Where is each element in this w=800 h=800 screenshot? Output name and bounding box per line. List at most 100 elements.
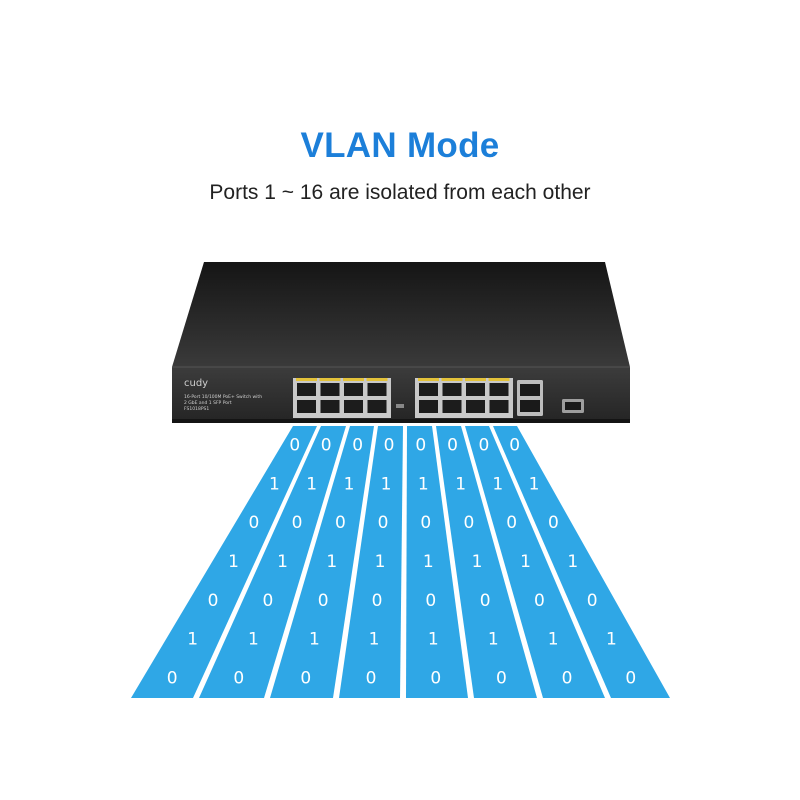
ethernet-port [489, 383, 509, 396]
port-led [296, 378, 317, 381]
binary-digit: 0 [167, 669, 178, 689]
binary-digit: 1 [228, 552, 239, 572]
port-led [366, 378, 388, 381]
binary-digit: 0 [420, 513, 431, 533]
ethernet-port [466, 383, 485, 396]
binary-digit: 0 [587, 591, 598, 611]
port-array [293, 378, 513, 418]
binary-digit: 1 [309, 630, 320, 650]
binary-digit: 1 [606, 630, 617, 650]
binary-digit: 0 [384, 435, 395, 455]
binary-digit: 1 [529, 474, 540, 494]
binary-digit: 0 [352, 435, 363, 455]
binary-digit: 1 [326, 552, 337, 572]
binary-digit: 1 [277, 552, 288, 572]
page-subtitle: Ports 1 ~ 16 are isolated from each othe… [209, 181, 591, 204]
port-led [343, 378, 364, 381]
binary-digit: 0 [447, 435, 458, 455]
ethernet-port [297, 400, 316, 413]
brand-logo: cudy [184, 378, 208, 389]
binary-digit: 1 [520, 552, 531, 572]
binary-digit: 0 [335, 513, 346, 533]
port-led [465, 378, 486, 381]
data-stream-2 [199, 426, 346, 698]
binary-digit: 0 [506, 513, 517, 533]
ethernet-port [442, 383, 462, 396]
page-title: VLAN Mode [300, 126, 500, 165]
binary-digit: 0 [496, 669, 507, 689]
data-stream-6 [436, 426, 537, 698]
binary-digit: 0 [289, 435, 300, 455]
binary-digit: 0 [378, 513, 389, 533]
ethernet-port [419, 400, 438, 413]
data-stream-7 [465, 426, 605, 698]
uplink-port-1 [520, 384, 540, 396]
data-stream-3 [270, 426, 374, 698]
ethernet-port [344, 383, 363, 396]
binary-digit: 1 [248, 630, 259, 650]
binary-digit: 0 [480, 591, 491, 611]
ethernet-port [419, 383, 438, 396]
binary-digit: 0 [534, 591, 545, 611]
binary-digit: 1 [455, 474, 466, 494]
ethernet-port [442, 400, 462, 413]
binary-digit: 1 [492, 474, 503, 494]
port-led [488, 378, 510, 381]
ethernet-port [344, 400, 363, 413]
port-led [418, 378, 439, 381]
port-led [319, 378, 341, 381]
binary-digit: 0 [562, 669, 573, 689]
binary-digit: 0 [366, 669, 377, 689]
binary-digit: 1 [381, 474, 392, 494]
binary-digit: 1 [269, 474, 280, 494]
ethernet-port [297, 383, 316, 396]
uplink-port-2 [520, 400, 540, 412]
ethernet-port [367, 383, 387, 396]
binary-digit: 0 [318, 591, 329, 611]
network-switch: cudy 16-Port 10/100M PoE+ Switch with 2 … [172, 262, 630, 423]
switch-front-panel [172, 367, 630, 419]
binary-digit: 1 [567, 552, 578, 572]
model-line-2: 2 GbE and 1 SFP Port [184, 400, 232, 406]
model-line-3: FS1018PS1 [184, 406, 209, 412]
ethernet-port [466, 400, 485, 413]
binary-digit: 1 [488, 630, 499, 650]
data-stream-8 [493, 426, 670, 698]
binary-digit: 0 [292, 513, 303, 533]
model-line-1: 16-Port 10/100M PoE+ Switch with [184, 394, 262, 400]
data-stream-5 [406, 426, 468, 698]
switch-top-panel [172, 262, 630, 367]
ethernet-port [320, 400, 340, 413]
binary-digit: 0 [249, 513, 260, 533]
binary-digit: 0 [479, 435, 490, 455]
binary-digit: 0 [208, 591, 219, 611]
binary-digit: 1 [418, 474, 429, 494]
binary-digit: 1 [369, 630, 380, 650]
ethernet-port [489, 400, 509, 413]
binary-digit: 0 [430, 669, 441, 689]
binary-digit: 1 [344, 474, 355, 494]
binary-digit: 1 [548, 630, 559, 650]
binary-digit: 0 [509, 435, 520, 455]
binary-digit: 0 [548, 513, 559, 533]
binary-digit: 0 [372, 591, 383, 611]
binary-digit: 1 [472, 552, 483, 572]
binary-digit: 1 [187, 630, 198, 650]
reset-button [396, 404, 404, 408]
ethernet-port [367, 400, 387, 413]
binary-digit: 0 [300, 669, 311, 689]
binary-digit: 1 [428, 630, 439, 650]
binary-digit: 0 [463, 513, 474, 533]
ethernet-port [320, 383, 340, 396]
binary-digit: 0 [415, 435, 426, 455]
binary-digit: 1 [306, 474, 317, 494]
data-streams: 0101010010101001010100101010010101001010… [131, 426, 670, 698]
data-stream-4 [339, 426, 403, 698]
data-stream-1 [131, 426, 317, 698]
port-led [441, 378, 463, 381]
binary-digit: 0 [263, 591, 274, 611]
binary-digit: 1 [423, 552, 434, 572]
binary-digit: 0 [625, 669, 636, 689]
binary-digit: 0 [321, 435, 332, 455]
